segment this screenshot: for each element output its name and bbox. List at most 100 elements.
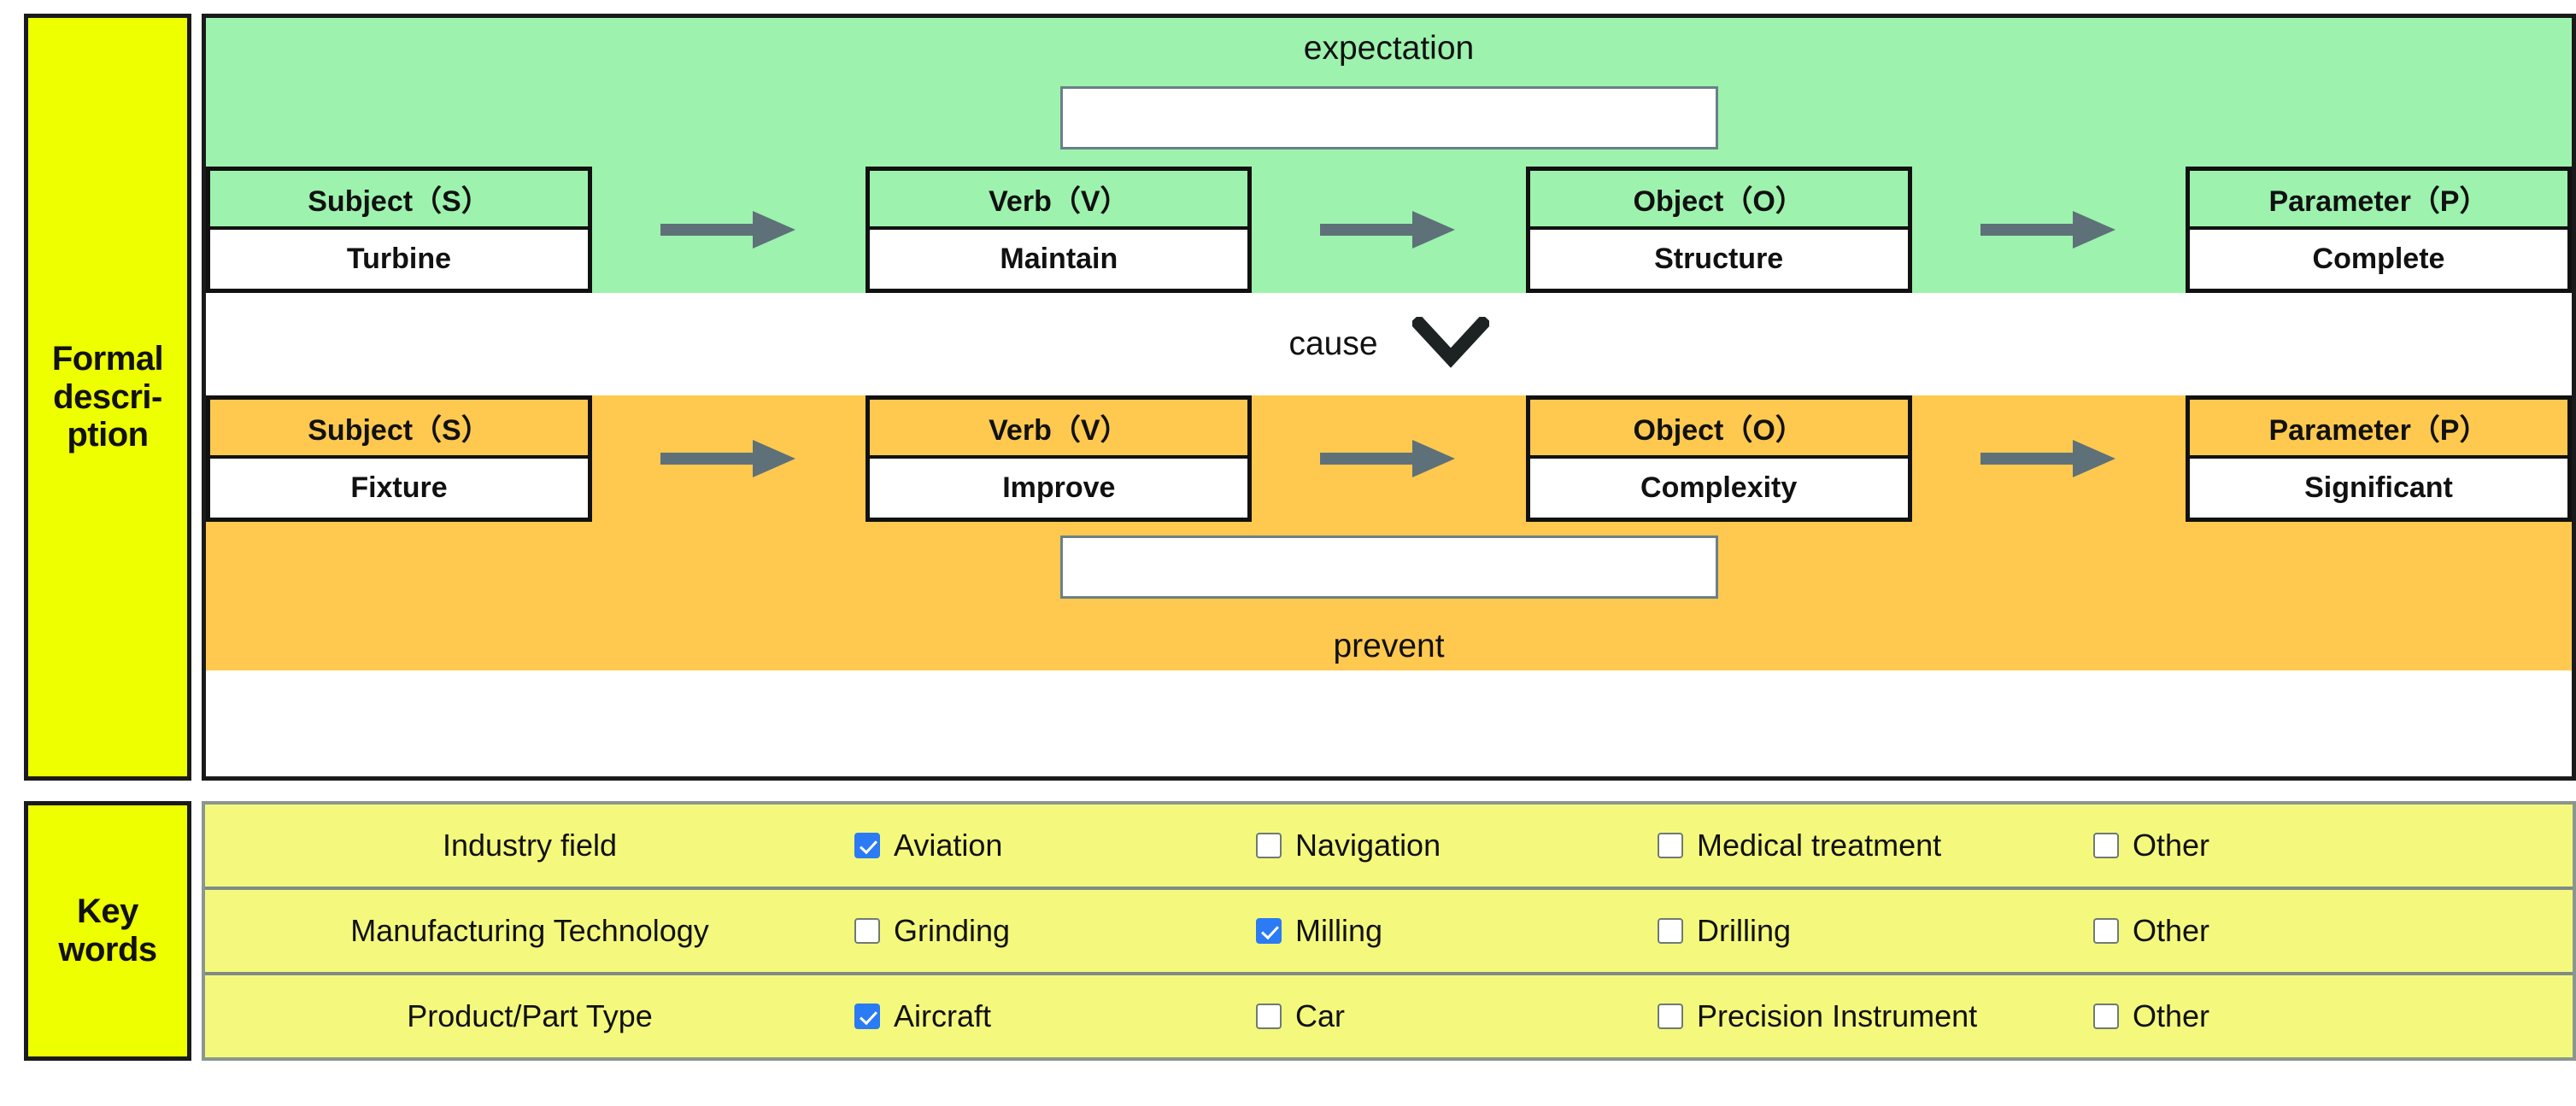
prevent-object-header: Object（O）	[1529, 400, 1908, 459]
keywords-option-medical-treatment[interactable]: Medical treatment	[1658, 828, 2093, 863]
checkbox-unchecked-icon[interactable]	[2093, 918, 2119, 944]
checkbox-unchecked-icon[interactable]	[1658, 918, 1683, 944]
keywords-row-product-part-type: Product/Part Type Aircraft Car Precision…	[205, 975, 2573, 1057]
checkbox-unchecked-icon[interactable]	[1256, 1004, 1282, 1029]
checkbox-checked-icon[interactable]	[854, 833, 880, 858]
keywords-row-industry-field: Industry field Aviation Navigation Medic…	[205, 805, 2573, 890]
keywords-row-options: Aircraft Car Precision Instrument Other	[854, 998, 2573, 1034]
expectation-object-header: Object（O）	[1529, 171, 1908, 230]
prevent-parameter-cell[interactable]: Parameter（P） Significant	[2185, 395, 2572, 522]
keywords-option-car[interactable]: Car	[1256, 998, 1658, 1034]
keywords-option-other-industry[interactable]: Other	[2093, 828, 2573, 863]
keywords-row-label: Industry field	[442, 828, 618, 863]
checkbox-unchecked-icon[interactable]	[1658, 833, 1683, 858]
keywords-option-label: Navigation	[1295, 828, 1441, 863]
keywords-option-aircraft[interactable]: Aircraft	[854, 998, 1256, 1034]
checkbox-unchecked-icon[interactable]	[1256, 833, 1282, 858]
expectation-parameter-cell[interactable]: Parameter（P） Complete	[2185, 167, 2572, 293]
prevent-verb-value[interactable]: Improve	[870, 459, 1248, 518]
keywords-option-label: Milling	[1295, 913, 1383, 948]
keywords-row-options: Aviation Navigation Medical treatment Ot…	[854, 828, 2573, 863]
expectation-svop-row: Subject（S） Turbine Verb（V） Maintain	[206, 167, 2572, 293]
cause-label: cause	[1288, 325, 1378, 362]
arrow-right-icon	[1980, 440, 2115, 477]
chevron-down-icon	[1411, 317, 1489, 368]
keywords-row-label: Manufacturing Technology	[350, 913, 709, 948]
keywords-row-label: Product/Part Type	[407, 998, 653, 1033]
expectation-input[interactable]	[1059, 86, 1718, 149]
prevent-parameter-header: Parameter（P）	[2189, 400, 2567, 459]
cause-divider: cause	[206, 293, 2572, 395]
prevent-arrow-1	[592, 395, 866, 522]
expectation-verb-value[interactable]: Maintain	[870, 230, 1248, 289]
prevent-input[interactable]	[1059, 535, 1718, 599]
prevent-subject-value[interactable]: Fixture	[210, 459, 588, 518]
arrow-right-icon	[1320, 211, 1456, 249]
keywords-option-other-technology[interactable]: Other	[2093, 913, 2573, 949]
checkbox-unchecked-icon[interactable]	[1658, 1004, 1683, 1029]
keywords-option-milling[interactable]: Milling	[1256, 913, 1658, 949]
expectation-parameter-value[interactable]: Complete	[2189, 230, 2567, 289]
checkbox-unchecked-icon[interactable]	[854, 918, 880, 944]
prevent-parameter-value[interactable]: Significant	[2189, 459, 2567, 518]
keywords-option-precision-instrument[interactable]: Precision Instrument	[1658, 998, 2093, 1034]
arrow-right-icon	[660, 211, 796, 249]
prevent-band: Subject（S） Fixture Verb（V） Improve	[206, 395, 2572, 670]
prevent-object-value[interactable]: Complexity	[1529, 459, 1908, 518]
prevent-input-row	[206, 522, 2572, 616]
expectation-subject-header: Subject（S）	[210, 171, 588, 230]
checkbox-checked-icon[interactable]	[1256, 918, 1282, 944]
keywords-option-navigation[interactable]: Navigation	[1256, 828, 1658, 863]
prevent-verb-header: Verb（V）	[870, 400, 1248, 459]
expectation-input-row	[206, 73, 2572, 167]
formal-description-body: expectation Subject（S） Turbine	[202, 14, 2576, 781]
checkbox-unchecked-icon[interactable]	[2093, 1004, 2119, 1029]
prevent-verb-cell[interactable]: Verb（V） Improve	[866, 395, 1253, 522]
expectation-object-cell[interactable]: Object（O） Structure	[1525, 167, 1912, 293]
keywords-option-label: Other	[2133, 828, 2210, 863]
prevent-arrow-3	[1912, 395, 2186, 522]
keywords-option-label: Medical treatment	[1697, 828, 1942, 863]
keywords-option-label: Drilling	[1697, 913, 1792, 948]
expectation-verb-header: Verb（V）	[870, 171, 1248, 230]
expectation-verb-cell[interactable]: Verb（V） Maintain	[866, 167, 1253, 293]
expectation-band: expectation Subject（S） Turbine	[206, 18, 2572, 293]
arrow-right-icon	[660, 440, 796, 477]
prevent-subject-header: Subject（S）	[210, 400, 588, 459]
expectation-arrow-3	[1912, 167, 2186, 293]
keywords-option-label: Aviation	[894, 828, 1003, 863]
checkbox-unchecked-icon[interactable]	[2093, 833, 2119, 858]
expectation-arrow-2	[1252, 167, 1525, 293]
expectation-arrow-1	[592, 167, 866, 293]
expectation-subject-cell[interactable]: Subject（S） Turbine	[206, 167, 592, 293]
arrow-right-icon	[1320, 440, 1456, 477]
keywords-option-label: Car	[1295, 998, 1346, 1033]
keywords-option-drilling[interactable]: Drilling	[1658, 913, 2093, 949]
keywords-option-grinding[interactable]: Grinding	[854, 913, 1256, 949]
keywords-option-label: Other	[2133, 913, 2210, 948]
keywords-table: Industry field Aviation Navigation Medic…	[202, 801, 2576, 1061]
keywords-row-manufacturing-technology: Manufacturing Technology Grinding Millin…	[205, 890, 2573, 975]
keywords-option-label: Aircraft	[894, 998, 992, 1033]
keywords-option-label: Precision Instrument	[1697, 998, 1978, 1033]
expectation-object-value[interactable]: Structure	[1529, 230, 1908, 289]
keywords-option-aviation[interactable]: Aviation	[854, 828, 1256, 863]
expectation-subject-value[interactable]: Turbine	[210, 230, 588, 289]
expectation-parameter-header: Parameter（P）	[2189, 171, 2567, 230]
prevent-subject-cell[interactable]: Subject（S） Fixture	[206, 395, 592, 522]
prevent-arrow-2	[1252, 395, 1525, 522]
keywords-row-options: Grinding Milling Drilling Other	[854, 913, 2573, 949]
prevent-object-cell[interactable]: Object（O） Complexity	[1525, 395, 1912, 522]
keywords-option-label: Grinding	[894, 913, 1011, 948]
checkbox-checked-icon[interactable]	[854, 1004, 880, 1029]
expectation-title: expectation	[1303, 30, 1475, 67]
keywords-option-other-product[interactable]: Other	[2093, 998, 2573, 1034]
keywords-option-label: Other	[2133, 998, 2210, 1033]
